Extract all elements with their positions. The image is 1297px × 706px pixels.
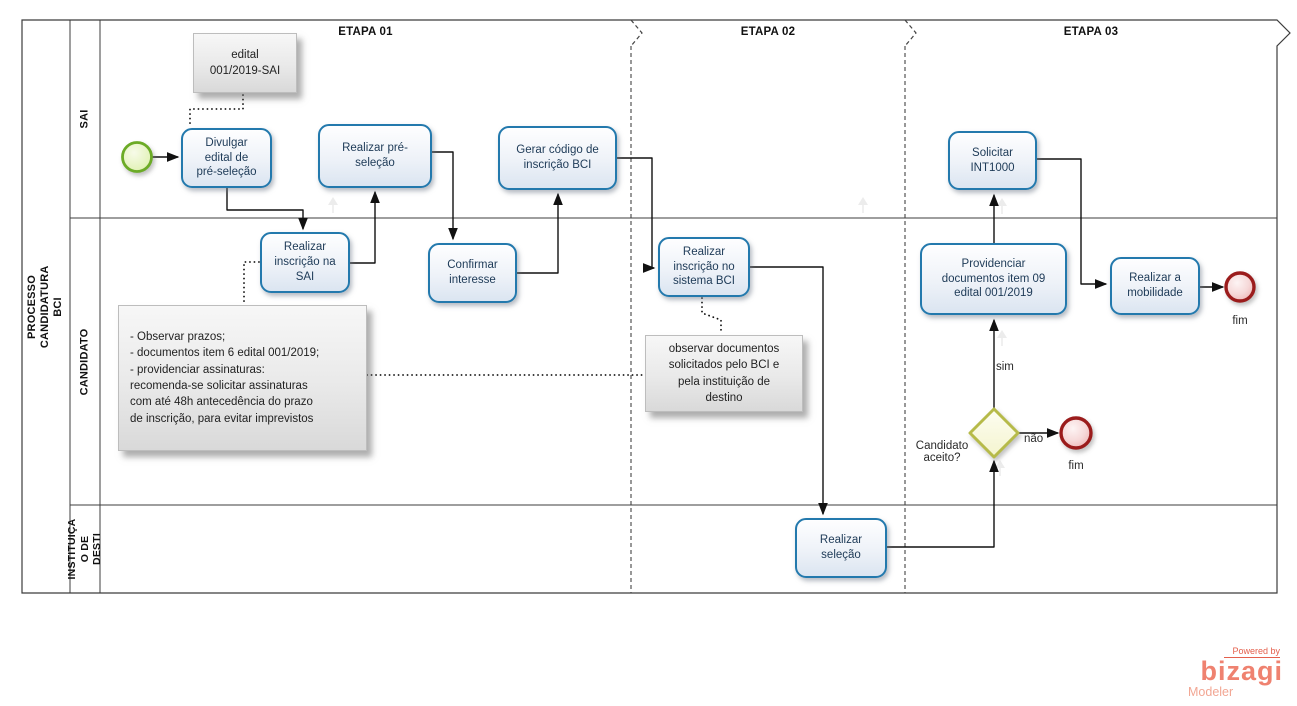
phase-etapa-01[interactable]: ETAPA 01 bbox=[338, 26, 393, 38]
pool-header[interactable]: PROCESSO CANDIDATURA BCI bbox=[22, 20, 70, 593]
flow-gerar-codigo-to-inscricao-bci[interactable] bbox=[617, 157, 656, 273]
pool-label: PROCESSO CANDIDATURA BCI bbox=[26, 264, 65, 348]
note-observar-documentos[interactable]: observar documentos solicitados pelo BCI… bbox=[645, 335, 803, 412]
association-prazos-note[interactable] bbox=[243, 261, 260, 303]
phase-etapa-02[interactable]: ETAPA 02 bbox=[740, 26, 796, 38]
task-solicitar-int1000[interactable]: Solicitar INT1000 bbox=[948, 131, 1037, 190]
task-label: Realizar a mobilidade bbox=[1127, 272, 1183, 299]
task-label: Gerar código de inscrição BCI bbox=[516, 144, 599, 171]
flow-pre-selecao-to-confirmar[interactable] bbox=[432, 151, 458, 241]
task-label: Realizar inscrição no sistema BCI bbox=[673, 245, 735, 288]
task-realizar-pre-selecao[interactable]: Realizar pré- seleção bbox=[318, 124, 432, 188]
phase-separator-chevron-2 bbox=[904, 19, 917, 47]
task-label: Realizar seleção bbox=[819, 534, 863, 561]
flow-selecao-to-gateway[interactable] bbox=[887, 459, 999, 548]
lane-instituicao-label: INSTITUIÇA O DE DESTI bbox=[66, 518, 104, 580]
bizagi-logo[interactable]: Powered by bizagi Modeler bbox=[1183, 646, 1283, 699]
lane-candidato-label: CANDIDATO bbox=[78, 328, 91, 395]
gateway-yes-label: sim bbox=[996, 361, 1014, 373]
task-realizar-mobilidade[interactable]: Realizar a mobilidade bbox=[1110, 257, 1200, 315]
note-edital[interactable]: edital 001/2019-SAI bbox=[193, 33, 297, 93]
task-label: Confirmar interesse bbox=[447, 259, 498, 286]
task-divulgar-edital[interactable]: Divulgar edital de pré-seleção bbox=[181, 128, 272, 188]
association-edital-note[interactable] bbox=[189, 94, 244, 127]
task-label: Solicitar INT1000 bbox=[970, 146, 1015, 174]
phase-etapa-03[interactable]: ETAPA 03 bbox=[1063, 26, 1119, 38]
note-text: - Observar prazos; - documentos item 6 e… bbox=[130, 331, 320, 425]
phase-separator-chevron-1 bbox=[630, 19, 643, 47]
task-label: Realizar inscrição na SAI bbox=[274, 241, 336, 283]
note-text: observar documentos solicitados pelo BCI… bbox=[668, 342, 780, 404]
task-label: Providenciar documentos item 09 edital 0… bbox=[941, 257, 1046, 300]
pool-border bbox=[21, 19, 1291, 594]
task-realizar-selecao[interactable]: Realizar seleção bbox=[795, 518, 887, 578]
lane-candidato[interactable]: CANDIDATO bbox=[70, 218, 100, 505]
flow-inscricao-sai-to-pre-selecao[interactable] bbox=[350, 190, 380, 264]
gateway-no-label: não bbox=[1024, 433, 1044, 445]
lane-instituicao[interactable]: INSTITUIÇA O DE DESTI bbox=[66, 505, 103, 593]
end-event-label-fim-2: fim bbox=[1068, 460, 1084, 472]
lane-sai-label: SAI bbox=[78, 109, 91, 129]
flow-solicitar-to-mobilidade[interactable] bbox=[1037, 158, 1108, 289]
ghost-arrows bbox=[328, 197, 1007, 476]
task-label: Realizar pré- seleção bbox=[342, 142, 408, 169]
modeler-label: Modeler bbox=[1188, 684, 1234, 699]
task-gerar-codigo[interactable]: Gerar código de inscrição BCI bbox=[498, 126, 617, 190]
task-confirmar-interesse[interactable]: Confirmar interesse bbox=[428, 243, 517, 303]
bizagi-wordmark: bizagi bbox=[1200, 656, 1283, 686]
flow-inscricao-bci-to-selecao[interactable] bbox=[750, 266, 828, 516]
gateway-question-label: Candidato aceito? bbox=[915, 440, 969, 464]
end-event-mobilidade[interactable] bbox=[1224, 271, 1256, 303]
flow-divulgar-to-inscricao-sai[interactable] bbox=[226, 188, 308, 231]
task-inscricao-sai[interactable]: Realizar inscrição na SAI bbox=[260, 232, 350, 293]
end-event-nao[interactable] bbox=[1059, 416, 1093, 450]
association-observar-note[interactable] bbox=[701, 297, 722, 334]
task-label: Divulgar edital de pré-seleção bbox=[196, 136, 257, 179]
note-observar-prazos[interactable]: - Observar prazos; - documentos item 6 e… bbox=[118, 305, 367, 451]
flow-confirmar-to-gerar-codigo[interactable] bbox=[517, 192, 563, 274]
task-inscricao-sistema-bci[interactable]: Realizar inscrição no sistema BCI bbox=[658, 237, 750, 297]
end-event-label-fim-1: fim bbox=[1232, 315, 1248, 327]
powered-by-label: Powered by bbox=[1224, 646, 1280, 658]
note-text: edital 001/2019-SAI bbox=[209, 48, 281, 77]
lane-sai[interactable]: SAI bbox=[70, 20, 100, 218]
start-event[interactable] bbox=[121, 141, 153, 173]
gateway-candidato-aceito[interactable] bbox=[968, 407, 1020, 459]
task-providenciar-documentos[interactable]: Providenciar documentos item 09 edital 0… bbox=[920, 243, 1067, 315]
